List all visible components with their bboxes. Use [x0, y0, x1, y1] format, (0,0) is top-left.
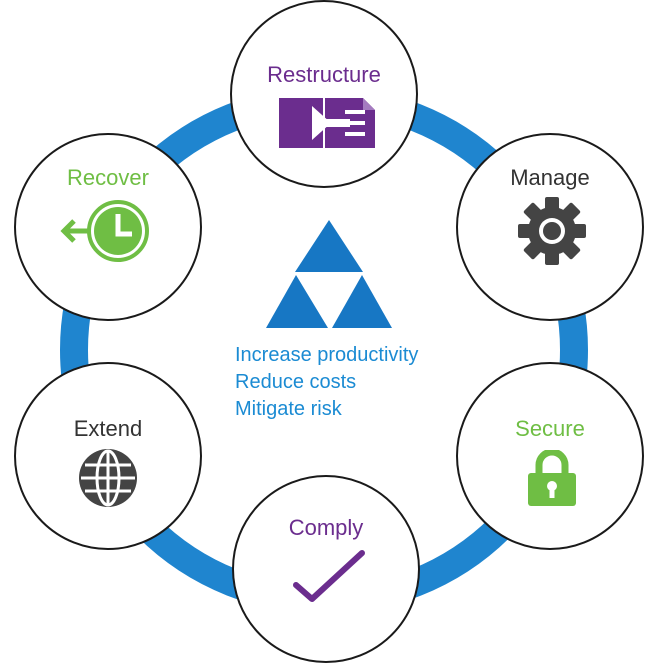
comply-node[interactable]: Comply — [232, 475, 420, 663]
globe-icon — [78, 448, 138, 508]
comply-label: Comply — [288, 515, 364, 540]
secure-label: Secure — [515, 416, 585, 441]
restructure-icon — [279, 98, 375, 148]
clock-recover-icon — [56, 199, 156, 265]
recover-label: Recover — [67, 165, 149, 190]
checkmark-icon — [290, 547, 370, 607]
manage-node[interactable]: Manage — [456, 133, 644, 321]
restructure-node[interactable]: Restructure — [230, 0, 418, 188]
secure-node[interactable]: Secure — [456, 362, 644, 550]
recover-node[interactable]: Recover — [14, 133, 202, 321]
extend-node[interactable]: Extend — [14, 362, 202, 550]
lock-icon — [528, 450, 576, 506]
restructure-label: Restructure — [267, 62, 381, 87]
gear-icon — [518, 197, 586, 265]
extend-label: Extend — [73, 416, 143, 441]
manage-label: Manage — [510, 165, 590, 190]
